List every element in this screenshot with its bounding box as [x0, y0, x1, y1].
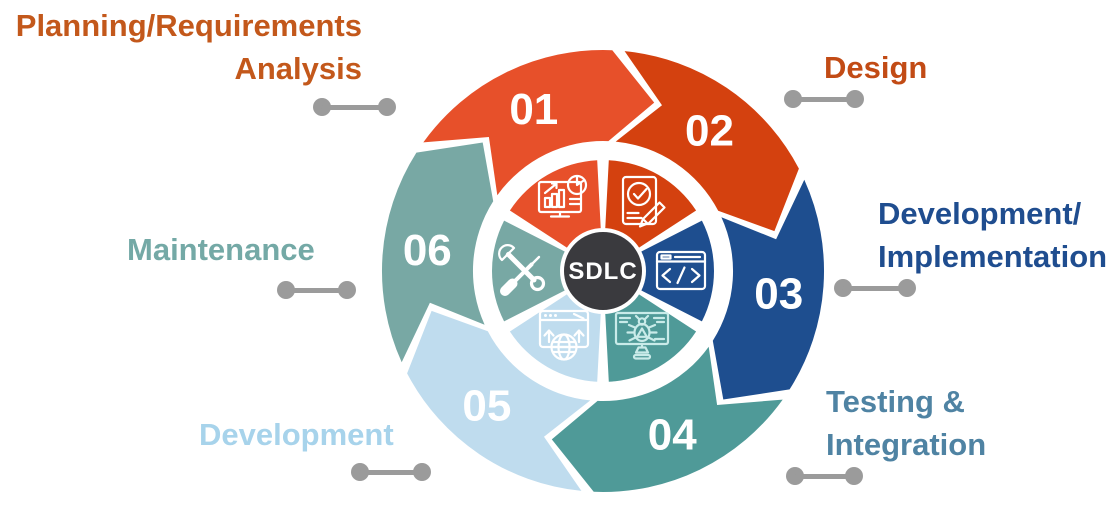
- connector-line: [359, 469, 423, 475]
- connector-dot-right: [846, 90, 864, 108]
- inner-wedge-03: [629, 220, 715, 322]
- connector-line: [794, 473, 855, 479]
- segment-arrow-03: [712, 179, 825, 400]
- phase-label-maintenance: Maintenance: [127, 228, 315, 271]
- deploy-globe-icon: [538, 309, 590, 361]
- phase-label-development-implementation: Development/ Implementation: [878, 192, 1107, 278]
- phase-number-06: 06: [403, 226, 452, 275]
- center-circle: [560, 228, 646, 314]
- connector-line: [792, 96, 856, 102]
- connector-line: [842, 285, 908, 291]
- label-line: Testing &: [826, 384, 965, 419]
- phase-number-02: 02: [685, 106, 734, 155]
- segment-arrow-04: [551, 346, 783, 492]
- outer-arrow-ring: [381, 50, 825, 492]
- label-line: Development: [199, 417, 394, 452]
- connector-development-implementation: [834, 279, 916, 297]
- connector-planning: [313, 98, 396, 116]
- center-title: SDLC: [568, 258, 637, 285]
- connector-design: [784, 90, 864, 108]
- tools-maintenance-icon: [498, 244, 546, 296]
- phase-label-testing-integration: Testing & Integration: [826, 380, 986, 466]
- phase-label-design: Design: [824, 46, 927, 89]
- connector-dot-right: [845, 467, 863, 485]
- connector-line: [285, 287, 348, 293]
- design-document-icon: [621, 175, 666, 228]
- connector-dot-right: [338, 281, 356, 299]
- bug-testing-icon: [614, 311, 670, 360]
- connector-dot-right: [413, 463, 431, 481]
- analytics-monitor-icon: [537, 174, 588, 218]
- connector-testing-integration: [786, 467, 863, 485]
- label-line: Planning/Requirements: [15, 8, 362, 43]
- phase-number-04: 04: [648, 411, 697, 460]
- phase-label-planning-requirements-analysis: Planning/Requirements Analysis: [16, 4, 362, 90]
- segment-arrow-01: [423, 50, 655, 196]
- label-line: Design: [824, 50, 928, 85]
- label-line: Maintenance: [127, 232, 315, 267]
- phase-number-01: 01: [509, 85, 558, 134]
- segment-arrow-02: [615, 51, 799, 232]
- label-line: Development/: [878, 196, 1082, 231]
- label-line: Integration: [826, 427, 987, 462]
- connector-development: [351, 463, 431, 481]
- connector-dot-right: [898, 279, 916, 297]
- phase-numbers: 01 02 03 04 05 06: [403, 85, 803, 460]
- icons-layer: [498, 174, 707, 361]
- label-line: Analysis: [234, 51, 362, 86]
- phase-label-development: Development: [199, 413, 394, 456]
- label-line: Implementation: [878, 239, 1108, 274]
- connector-line: [321, 104, 388, 110]
- connector-maintenance: [277, 281, 356, 299]
- segment-arrow-06: [381, 142, 494, 363]
- connector-dot-right: [378, 98, 396, 116]
- inner-wedge-02: [604, 160, 697, 255]
- phase-number-03: 03: [754, 269, 803, 318]
- code-window-icon: [655, 250, 707, 291]
- segment-arrow-05: [407, 310, 591, 491]
- phase-number-05: 05: [462, 381, 511, 430]
